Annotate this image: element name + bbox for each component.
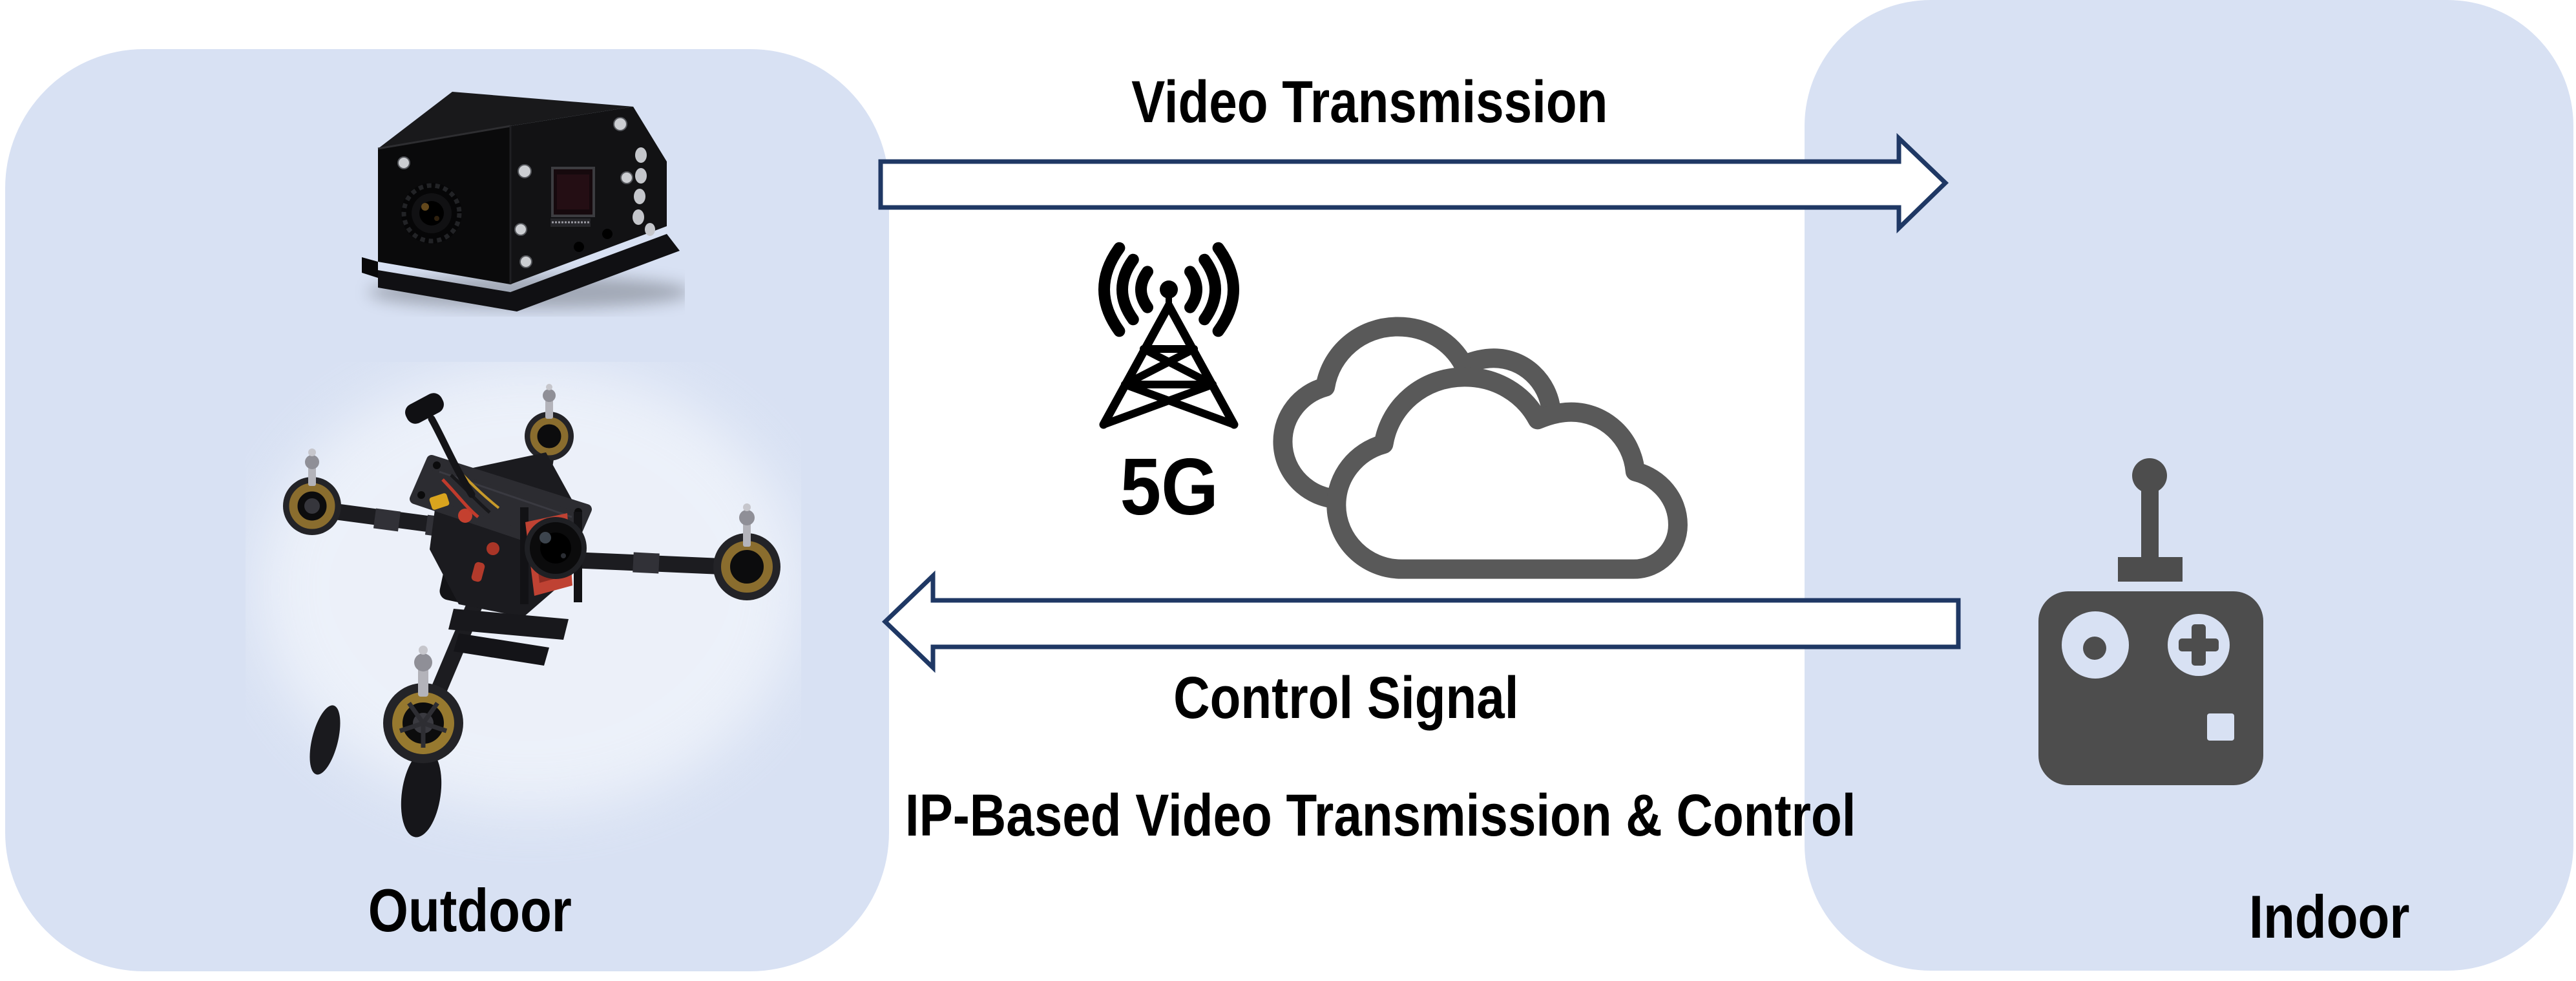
diagram-caption: IP-Based Video Transmission & Control	[905, 783, 1856, 849]
fpv-drone-photo	[258, 365, 801, 838]
camera-transmitter-box-photo	[362, 92, 685, 311]
drone-motor	[713, 503, 780, 600]
radio-waves-icon	[1098, 242, 1239, 337]
rc-controller-icon	[2038, 458, 2263, 785]
oled-display	[550, 167, 595, 227]
control-arrow-left	[881, 570, 1961, 673]
network-5g-label: 5G	[1120, 443, 1219, 532]
control-signal-label: Control Signal	[1173, 665, 1519, 731]
drone-antenna	[428, 415, 476, 498]
outdoor-panel-label: Outdoor	[368, 876, 572, 944]
fpv-camera-lens-icon	[525, 517, 587, 579]
drone-motor	[383, 646, 463, 763]
drone-motor	[525, 384, 574, 461]
indoor-panel-label: Indoor	[2248, 883, 2410, 951]
indoor-panel	[1805, 0, 2573, 971]
device-buttons	[633, 147, 655, 236]
cell-tower-icon	[1098, 242, 1239, 429]
clouds-icon	[1241, 278, 1693, 582]
video-transmission-label: Video Transmission	[1131, 69, 1608, 135]
drone-motor	[283, 448, 341, 535]
camera-lens-icon	[401, 183, 462, 244]
video-arrow-right	[878, 132, 1949, 234]
